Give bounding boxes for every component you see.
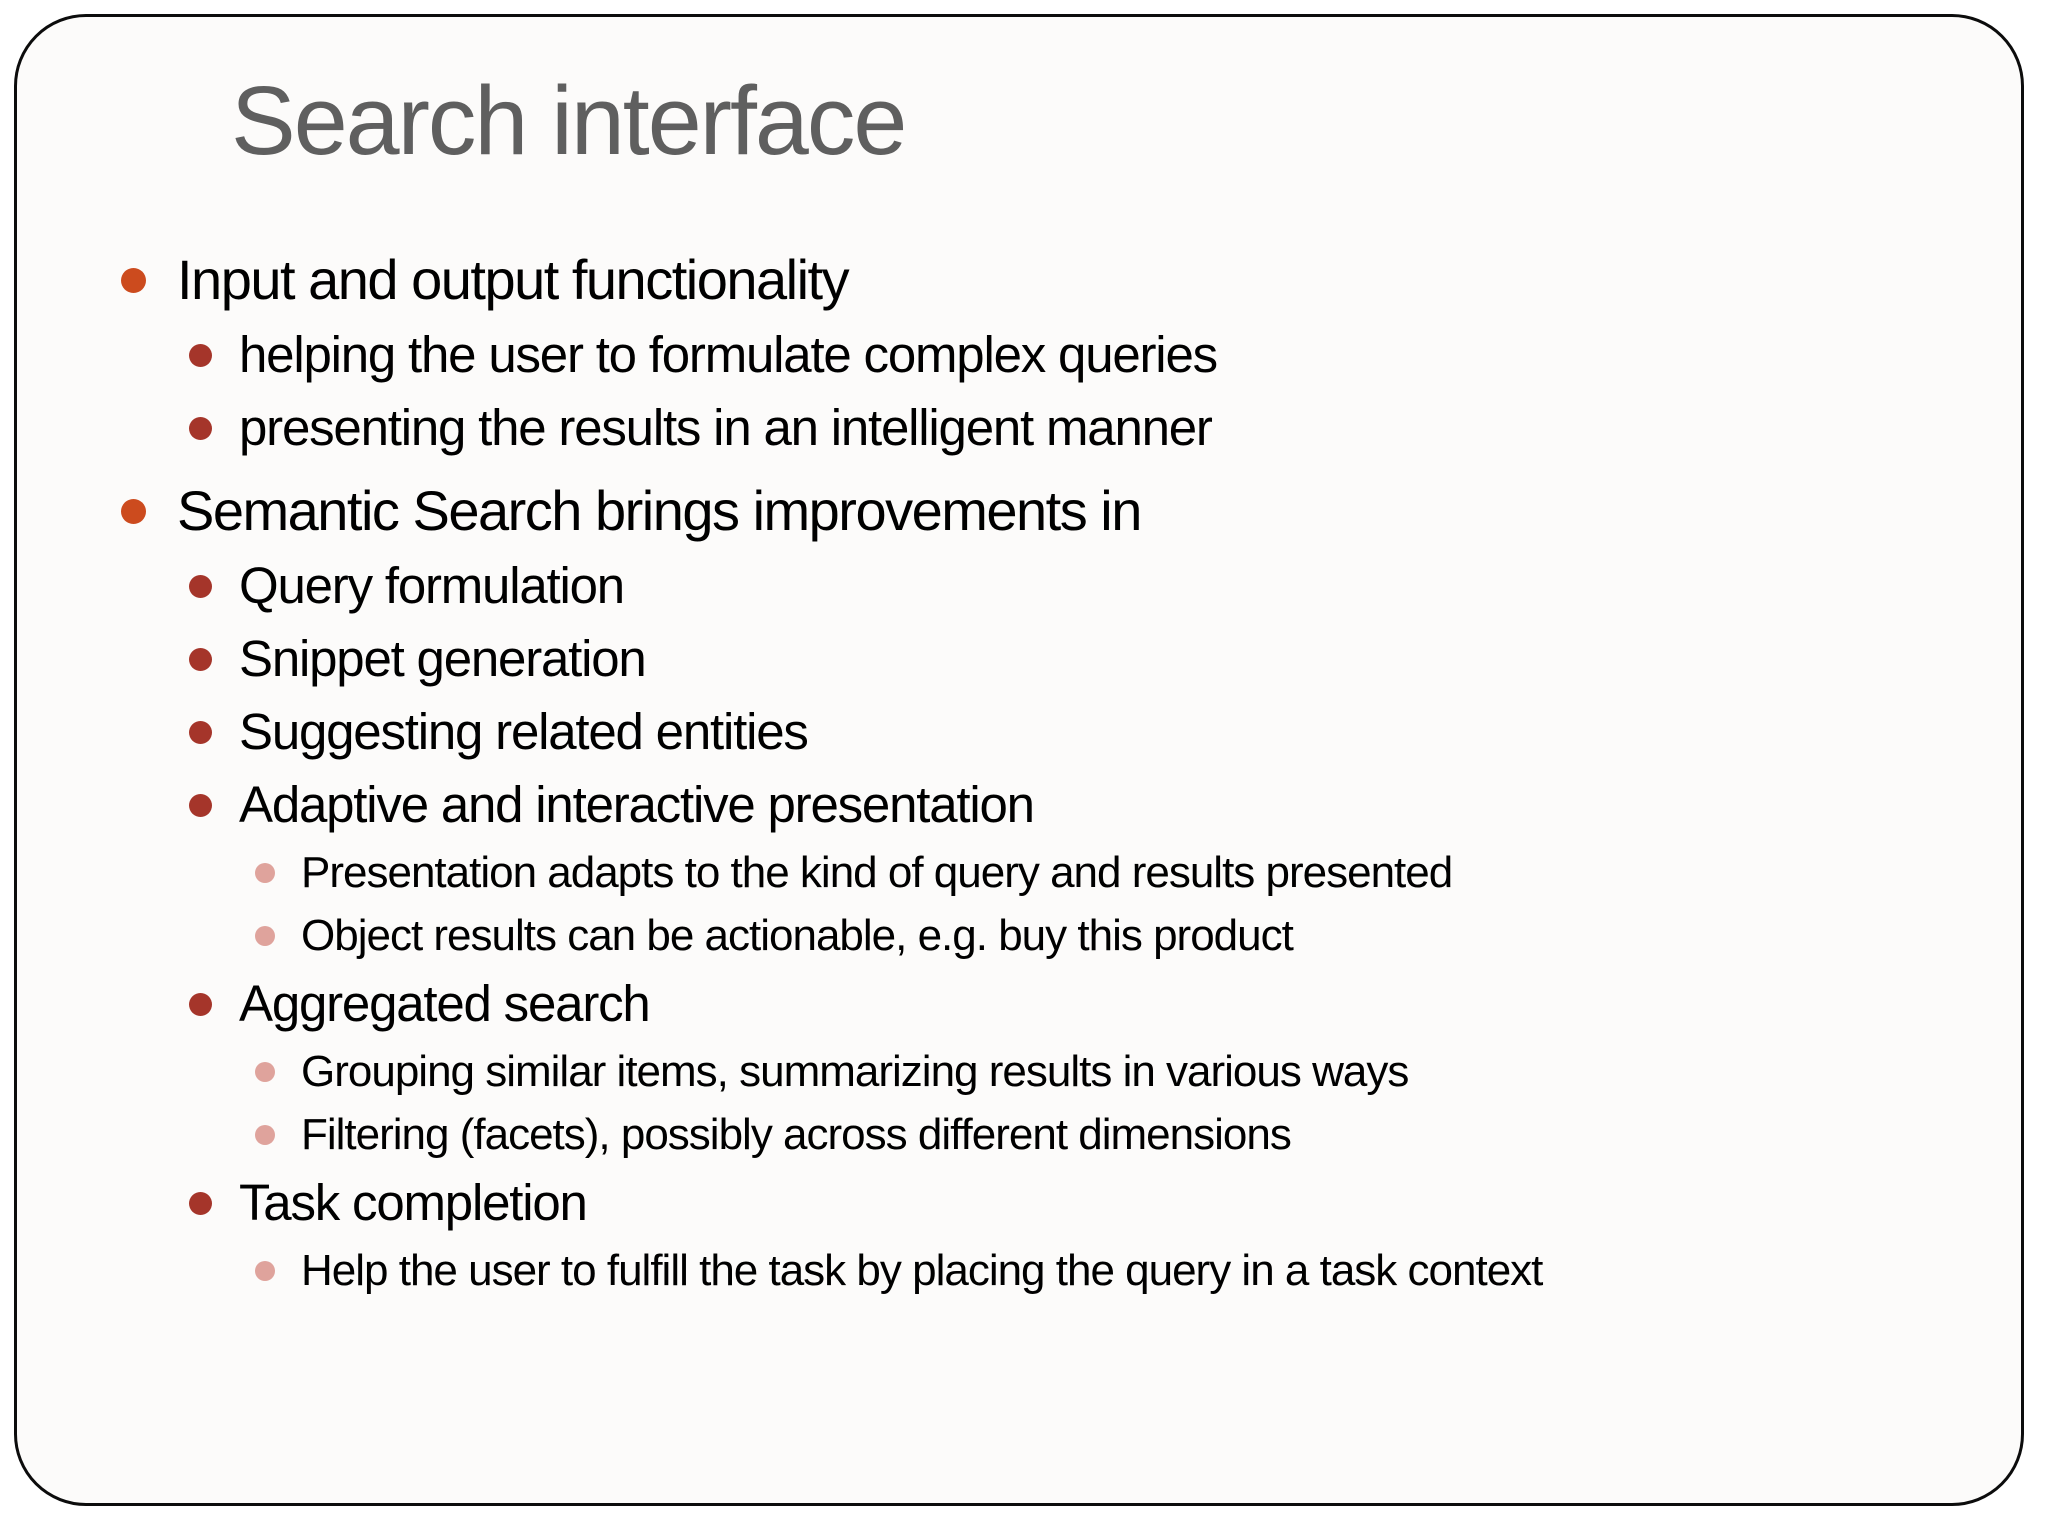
bullet-text: Snippet generation xyxy=(239,630,647,687)
bullet-text: helping the user to formulate complex qu… xyxy=(239,326,1218,383)
bullet-item-level-1: Input and output functionality xyxy=(17,241,2021,318)
bullet-item-level-2: Task completion xyxy=(17,1166,2021,1239)
bullet-dot-icon xyxy=(189,574,212,598)
bullet-item-level-1: Semantic Search brings improvements in xyxy=(17,472,2021,549)
bullet-text: Presentation adapts to the kind of query… xyxy=(301,848,1453,897)
bullet-text: Suggesting related entities xyxy=(239,703,809,760)
slide-frame: Search interface Input and output functi… xyxy=(14,14,2024,1506)
bullet-item-level-2: Query formulation xyxy=(17,549,2021,622)
bullet-list: Input and output functionality helping th… xyxy=(17,241,2021,1302)
bullet-text: presenting the results in an intelligent… xyxy=(239,399,1213,456)
bullet-dot-icon xyxy=(189,647,212,671)
bullet-dot-icon xyxy=(121,498,146,524)
bullet-text: Object results can be actionable, e.g. b… xyxy=(301,911,1294,960)
slide-title: Search interface xyxy=(231,66,907,175)
bullet-item-level-3: Presentation adapts to the kind of query… xyxy=(17,841,2021,904)
bullet-dot-icon xyxy=(255,1061,275,1082)
bullet-dot-icon xyxy=(189,720,212,744)
bullet-item-level-2: Aggregated search xyxy=(17,967,2021,1040)
bullet-text: Adaptive and interactive presentation xyxy=(239,776,1035,833)
bullet-text: Query formulation xyxy=(239,557,625,614)
bullet-text: Filtering (facets), possibly across diff… xyxy=(301,1110,1292,1159)
bullet-text: Help the user to fulfill the task by pla… xyxy=(301,1246,1543,1295)
bullet-item-level-2: Snippet generation xyxy=(17,622,2021,695)
bullet-item-level-3: Object results can be actionable, e.g. b… xyxy=(17,904,2021,967)
bullet-text: Input and output functionality xyxy=(177,248,850,311)
bullet-item-level-2: presenting the results in an intelligent… xyxy=(17,391,2021,464)
bullet-dot-icon xyxy=(255,1124,275,1145)
bullet-dot-icon xyxy=(189,343,212,367)
bullet-dot-icon xyxy=(189,793,212,817)
bullet-item-level-3: Filtering (facets), possibly across diff… xyxy=(17,1103,2021,1166)
bullet-text: Grouping similar items, summarizing resu… xyxy=(301,1047,1409,1096)
bullet-dot-icon xyxy=(255,862,275,883)
bullet-text: Aggregated search xyxy=(239,975,651,1032)
bullet-item-level-3: Grouping similar items, summarizing resu… xyxy=(17,1040,2021,1103)
bullet-item-level-3: Help the user to fulfill the task by pla… xyxy=(17,1239,2021,1302)
bullet-text: Semantic Search brings improvements in xyxy=(177,479,1142,542)
bullet-dot-icon xyxy=(189,1191,212,1215)
bullet-dot-icon xyxy=(189,992,212,1016)
bullet-item-level-2: Adaptive and interactive presentation xyxy=(17,768,2021,841)
bullet-text: Task completion xyxy=(239,1174,588,1231)
bullet-dot-icon xyxy=(189,416,212,440)
bullet-dot-icon xyxy=(255,1260,275,1281)
bullet-item-level-2: Suggesting related entities xyxy=(17,695,2021,768)
bullet-dot-icon xyxy=(121,267,146,293)
bullet-item-level-2: helping the user to formulate complex qu… xyxy=(17,318,2021,391)
bullet-dot-icon xyxy=(255,925,275,946)
